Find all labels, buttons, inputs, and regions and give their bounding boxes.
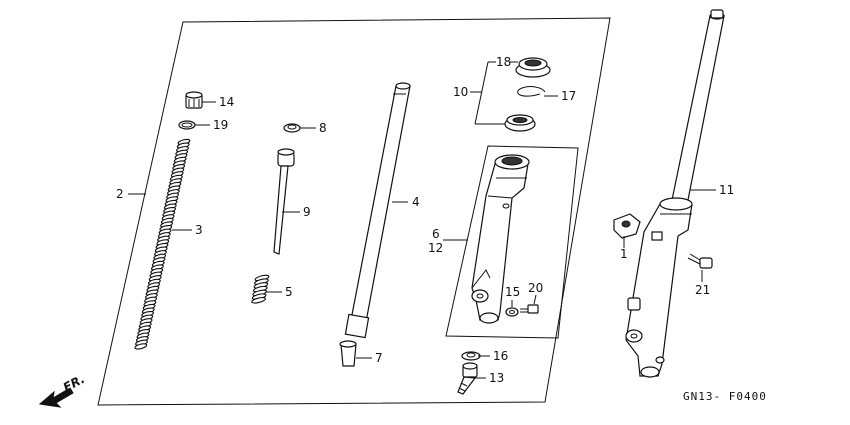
- cable-clamp: [613, 213, 641, 239]
- callout-9: 9: [303, 205, 311, 219]
- callout-3: 3: [195, 223, 203, 237]
- callout-10: 10: [453, 85, 468, 99]
- callout-20: 20: [528, 281, 543, 295]
- assembly-frame: [97, 17, 611, 406]
- leader-lines: [128, 61, 716, 379]
- callout-21: 21: [695, 283, 710, 297]
- callout-12: 12: [428, 241, 443, 255]
- drain-bolt: [520, 304, 539, 314]
- assembled-fork: [625, 9, 725, 378]
- callout-16: 16: [493, 349, 508, 363]
- sealing-washer: [505, 307, 519, 317]
- callout-6: 6: [432, 227, 440, 241]
- callout-1: 1: [620, 247, 628, 261]
- dust-seal: [515, 57, 551, 78]
- socket-bolt-washer: [461, 351, 481, 361]
- fork-spring: [134, 138, 191, 350]
- callout-5: 5: [285, 285, 293, 299]
- diagram-code: GN13- F0400: [683, 390, 767, 403]
- callout-19: 19: [213, 118, 228, 132]
- callout-11: 11: [719, 183, 734, 197]
- fork-piston: [273, 148, 295, 255]
- socket-bolt: [457, 362, 478, 395]
- callout-15: 15: [505, 285, 520, 299]
- callout-8: 8: [319, 121, 327, 135]
- callout-14: 14: [219, 95, 234, 109]
- stopper-ring: [517, 86, 546, 97]
- o-ring: [178, 120, 196, 130]
- fork-bolt: [185, 91, 203, 109]
- fork-slider: [471, 154, 530, 324]
- callout-4: 4: [412, 195, 420, 209]
- flange-bolt: [687, 253, 713, 269]
- callout-13: 13: [489, 371, 504, 385]
- front-direction-arrow: FR.: [38, 372, 87, 408]
- oil-lock-piece: [339, 340, 357, 367]
- slider-group-frame: [445, 145, 579, 339]
- fork-pipe: [344, 82, 411, 339]
- rebound-spring: [251, 274, 270, 304]
- callout-7: 7: [375, 351, 383, 365]
- callout-17: 17: [561, 89, 576, 103]
- direction-label: FR.: [61, 372, 87, 395]
- oil-seal: [504, 114, 536, 132]
- piston-ring: [283, 123, 301, 133]
- callout-18: 18: [496, 55, 511, 69]
- callout-2: 2: [116, 187, 124, 201]
